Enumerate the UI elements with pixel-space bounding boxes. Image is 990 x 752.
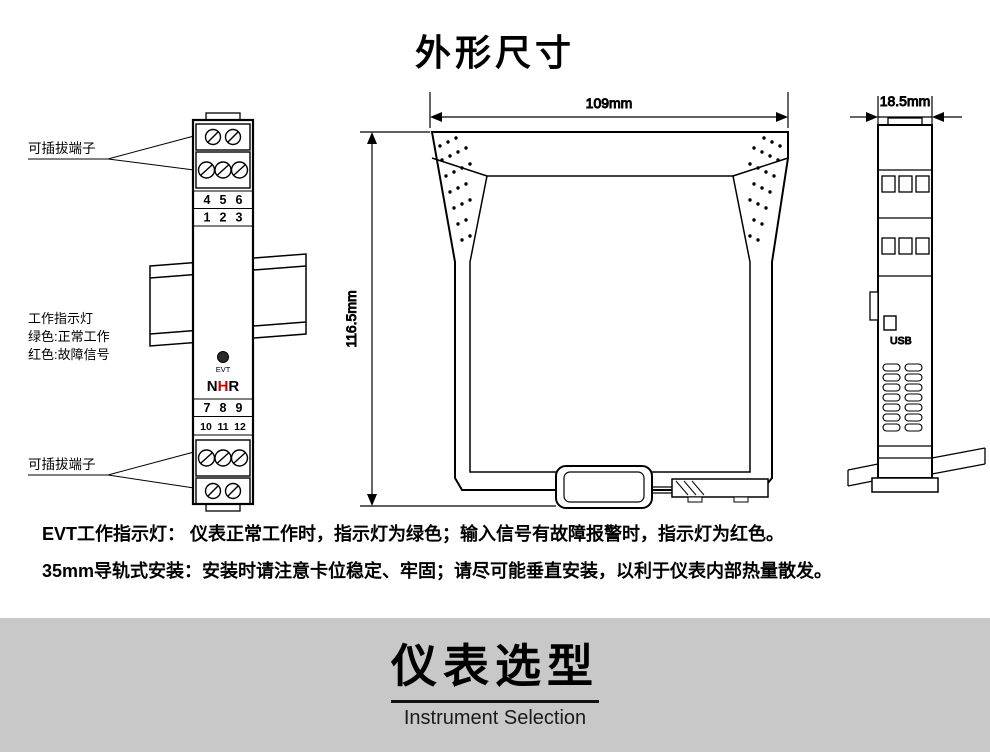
front-view: 4 5 6 1 2 3 EVT NHR 7 8 9 bbox=[28, 112, 307, 512]
terminal-block-bottom bbox=[195, 439, 251, 505]
terminal-number: 11 bbox=[217, 421, 228, 433]
terminal-number: 1 bbox=[204, 211, 211, 225]
page-title: 外形尺寸 bbox=[414, 32, 575, 73]
rail-end-section bbox=[671, 478, 769, 503]
terminal-block-top bbox=[195, 123, 251, 189]
terminal-number: 2 bbox=[220, 211, 227, 225]
terminal-number: 12 bbox=[234, 421, 246, 433]
note-rail-mounting: 35mm导轨式安装：安装时请注意卡位稳定、牢固；请尽可能垂直安装，以利于仪表内部… bbox=[42, 561, 833, 581]
dim-109-label: 109mm bbox=[586, 95, 633, 111]
indicator-label-line3: 红色:故障信号 bbox=[28, 347, 110, 362]
dim-109 bbox=[429, 92, 789, 128]
dim-18-5 bbox=[850, 96, 962, 128]
end-body bbox=[869, 117, 939, 493]
side-view: 109mm 116.5mm bbox=[343, 92, 789, 509]
end-terminals bbox=[881, 175, 930, 255]
section-banner: 仪表选型 Instrument Selection bbox=[0, 618, 990, 752]
nhr-logo: NHR bbox=[207, 378, 240, 395]
terminal-number: 3 bbox=[236, 211, 243, 225]
usb-port bbox=[883, 315, 897, 331]
notes: EVT工作指示灯： 仪表正常工作时，指示灯为绿色；输入信号有故障报警时，指示灯为… bbox=[42, 522, 962, 596]
terminal-number: 8 bbox=[220, 401, 227, 415]
terminal-number: 7 bbox=[204, 401, 211, 415]
pluggable-terminal-label-bottom: 可插拔端子 bbox=[28, 457, 96, 472]
dim-18-5-label: 18.5mm bbox=[880, 93, 931, 109]
din-rail-end-view bbox=[847, 447, 986, 487]
leader-lines bbox=[28, 135, 195, 489]
indicator-label-line2: 绿色:正常工作 bbox=[28, 329, 110, 344]
logo-letter: R bbox=[228, 378, 239, 395]
terminal-number: 10 bbox=[200, 421, 212, 433]
end-view: 18.5mm bbox=[847, 93, 986, 493]
vent-slots bbox=[882, 363, 923, 432]
terminal-number: 6 bbox=[236, 193, 243, 207]
terminal-number: 4 bbox=[204, 193, 211, 207]
terminal-numbers-top bbox=[193, 190, 253, 227]
note-evt-indicator: EVT工作指示灯： 仪表正常工作时，指示灯为绿色；输入信号有故障报警时，指示灯为… bbox=[42, 524, 785, 544]
end-foot bbox=[871, 477, 939, 493]
dim-116 bbox=[360, 131, 556, 507]
evt-label: EVT bbox=[216, 365, 231, 374]
logo-letter: H bbox=[218, 378, 229, 395]
section-title: 仪表选型 bbox=[391, 630, 599, 703]
release-tab bbox=[869, 291, 879, 321]
terminal-number: 5 bbox=[220, 193, 227, 207]
usb-label: USB bbox=[890, 335, 912, 347]
terminal-number: 9 bbox=[236, 401, 243, 415]
indicator-label: 工作指示灯 绿色:正常工作 红色:故障信号 bbox=[28, 311, 110, 362]
section-subtitle: Instrument Selection bbox=[403, 707, 587, 729]
din-clip bbox=[555, 465, 672, 509]
profile-outline bbox=[430, 131, 789, 491]
dimension-drawing: 4 5 6 1 2 3 EVT NHR 7 8 9 bbox=[28, 92, 986, 512]
pluggable-terminal-label-top: 可插拔端子 bbox=[28, 141, 96, 156]
logo-letter: N bbox=[207, 378, 218, 395]
dim-116-label: 116.5mm bbox=[343, 290, 359, 347]
vent-dots bbox=[438, 136, 782, 242]
indicator-led bbox=[217, 351, 229, 363]
indicator-label-line1: 工作指示灯 bbox=[28, 311, 93, 326]
terminal-numbers-bottom bbox=[193, 398, 253, 436]
